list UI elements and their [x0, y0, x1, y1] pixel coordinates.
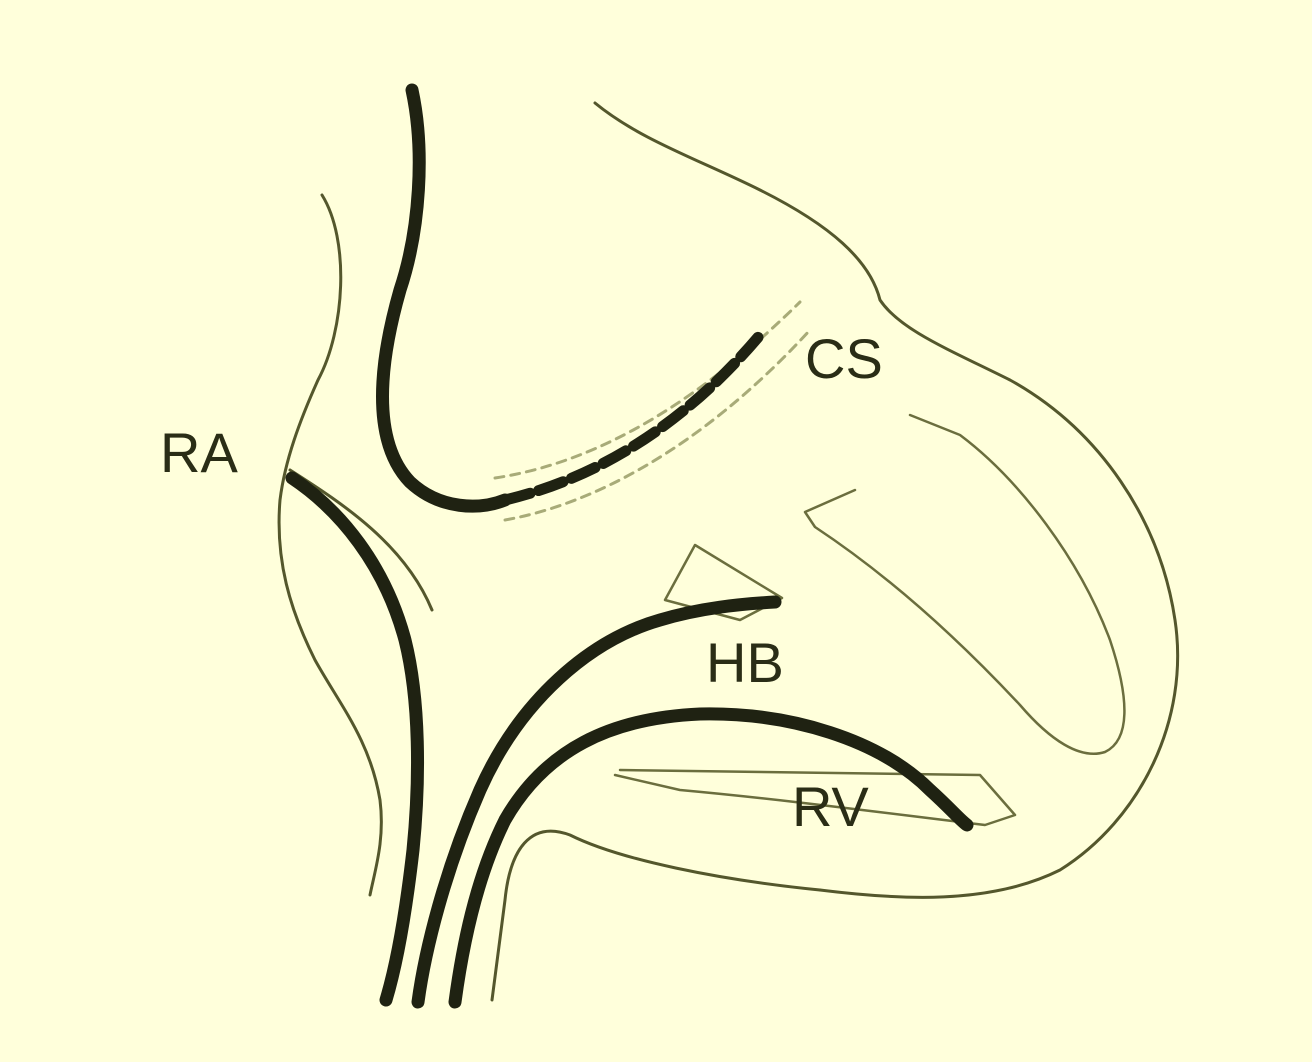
label-cs: CS — [805, 327, 883, 390]
aortic-root-outline — [595, 103, 1178, 897]
rv-catheter — [455, 714, 967, 1002]
cs-catheter — [383, 90, 506, 506]
label-rv: RV — [792, 775, 869, 838]
right-ventricle-wall-outline — [492, 831, 820, 1000]
cs-catheter-electrodes — [505, 335, 760, 500]
label-hb: HB — [706, 631, 784, 694]
coronary-sinus-sheath — [495, 302, 800, 478]
label-ra: RA — [160, 421, 238, 484]
ventricular-septum-outline — [805, 415, 1124, 754]
